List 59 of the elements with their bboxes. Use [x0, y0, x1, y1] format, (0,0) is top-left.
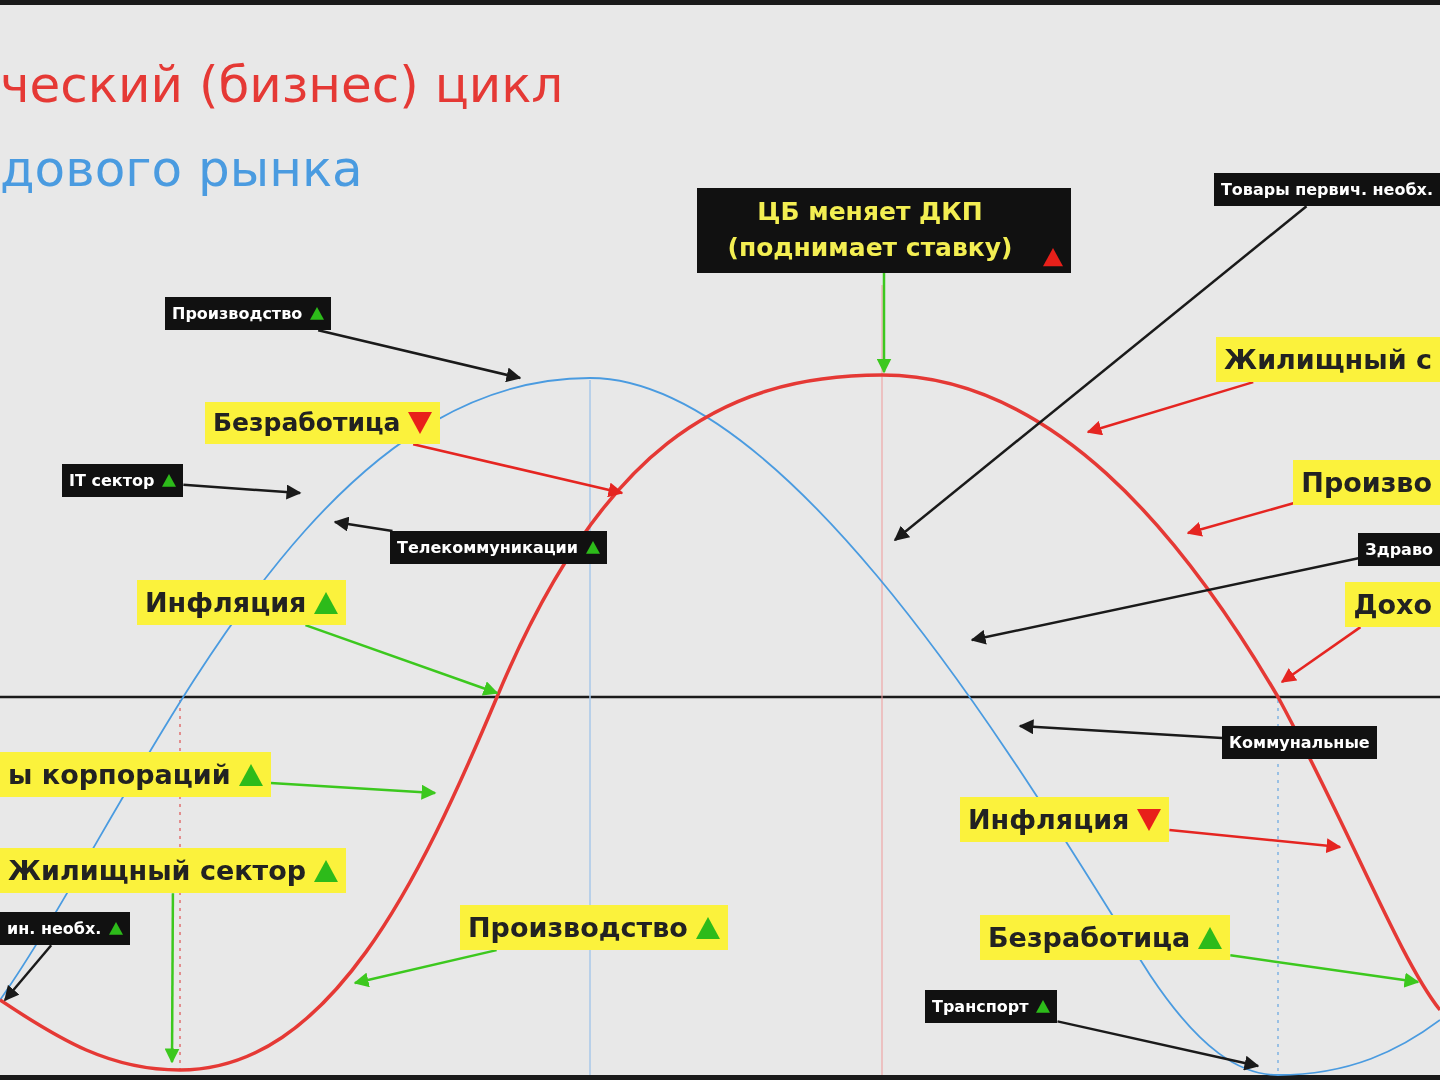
dark-label — [1358, 533, 1440, 567]
leader-arrow — [1230, 954, 1420, 988]
legend-text: ческий (бизнес) цикл — [0, 60, 564, 110]
leader-arrow — [876, 272, 892, 374]
leader-arrow — [317, 328, 522, 383]
highlight-label — [205, 402, 441, 445]
leader-arrow — [412, 443, 624, 498]
label-text: ин. необх. — [7, 918, 102, 940]
leader-arrow — [893, 205, 1308, 541]
dark-label — [62, 464, 184, 498]
label-text: Производство — [468, 911, 688, 945]
label-text: Производство — [172, 303, 303, 325]
highlight-label — [960, 797, 1170, 843]
highlight-label — [1345, 582, 1440, 628]
label-text: Безработица — [213, 407, 401, 439]
leader-arrow — [1169, 828, 1342, 854]
dark-label — [165, 297, 332, 331]
label-text: Инфляция — [968, 803, 1130, 837]
dark-label — [1213, 173, 1440, 207]
label-text: Транспорт — [932, 996, 1029, 1018]
leader-arrow — [333, 516, 393, 533]
leader-arrow — [183, 483, 302, 500]
leader-arrow — [970, 557, 1359, 645]
dark-label — [1222, 726, 1377, 760]
leader-arrow — [270, 781, 437, 800]
leader-arrow — [1280, 626, 1362, 684]
highlight-label — [1216, 337, 1440, 383]
legend-text: дового рынка — [0, 144, 363, 194]
label-text: Инфляция — [145, 586, 307, 620]
dark-label — [390, 531, 607, 565]
leader-arrow — [4, 944, 53, 1002]
dark-label — [0, 912, 131, 946]
label-text: Коммунальные — [1229, 732, 1370, 754]
label-text: ы корпораций — [8, 758, 231, 792]
label-text: Безработица — [988, 921, 1191, 955]
label-text: IT сектор — [69, 470, 155, 492]
label-text: Дохо — [1353, 588, 1432, 622]
leader-arrow — [305, 623, 499, 696]
dark-label — [697, 188, 1071, 273]
highlight-label — [0, 752, 271, 798]
leader-arrow — [1186, 502, 1294, 537]
label-text: Жилищный с — [1224, 343, 1432, 377]
highlight-label — [0, 848, 347, 894]
label-text: Произво — [1301, 466, 1432, 500]
leader-arrow — [1018, 719, 1223, 740]
label-text: Здраво — [1365, 539, 1433, 561]
highlight-label — [460, 905, 728, 951]
label-text: Жилищный сектор — [8, 854, 307, 888]
leader-arrow — [1057, 1020, 1260, 1071]
highlight-label — [137, 580, 347, 626]
label-text: Телекоммуникации — [397, 537, 578, 559]
leader-arrow — [164, 893, 180, 1064]
leader-arrow — [353, 948, 497, 988]
highlight-label — [1293, 460, 1440, 506]
highlight-label — [980, 915, 1231, 961]
label-text: ЦБ меняет ДКП (поднимает ставку) — [726, 196, 1014, 265]
leader-arrow — [1086, 380, 1254, 436]
dark-label — [925, 990, 1058, 1024]
label-text: Товары первич. необх. — [1220, 179, 1433, 201]
